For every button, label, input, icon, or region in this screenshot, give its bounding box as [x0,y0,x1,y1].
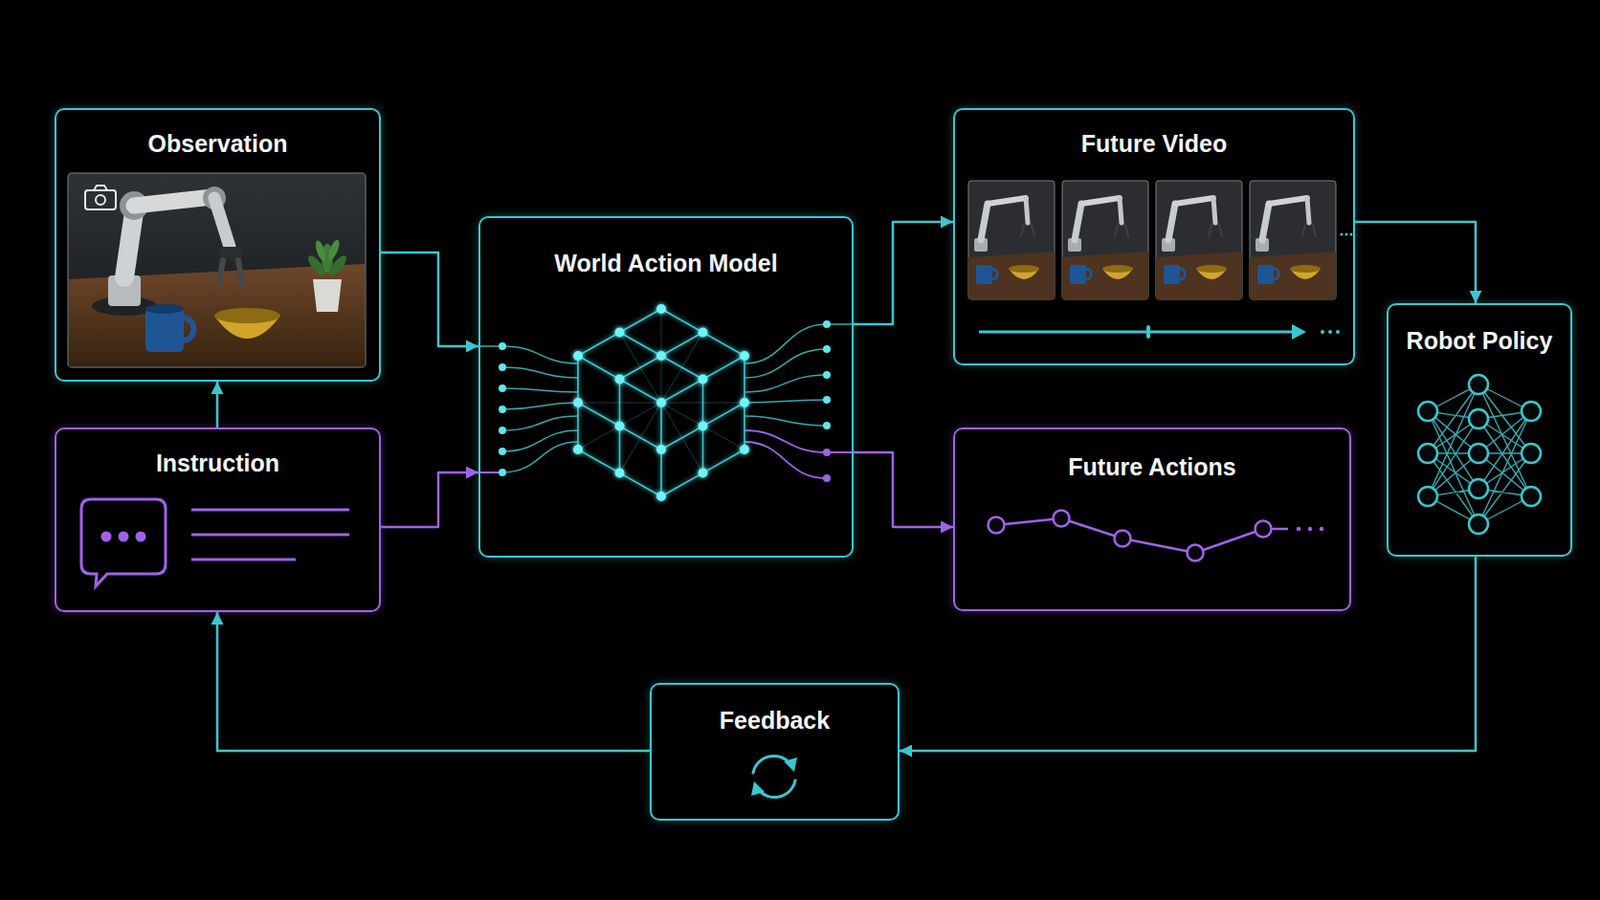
flow-arrow [1355,222,1476,304]
frames-ellipsis [1341,233,1352,237]
video-frame [1062,180,1149,300]
refresh-head [783,757,798,773]
feedback-box: Feedback [649,683,900,822]
connectors [217,222,1476,752]
waypoint [1053,511,1070,528]
box-title: Future Actions [1067,452,1236,482]
flow-arrow [216,381,220,428]
photo-frame [67,173,366,368]
neuron [1418,444,1438,464]
policy-box: Robot Policy [1386,303,1573,557]
mesh-diagonals [577,309,745,497]
flow-arrow [380,472,479,528]
input-fan [478,346,578,473]
timeline-tick [1146,325,1151,339]
bubble-dot [118,532,130,543]
flow-arrow [853,452,954,528]
refresh-arc [757,780,796,799]
timeline-ellipsis [1322,330,1338,334]
trajectory-tail [1271,528,1289,532]
flow-arrow [899,556,1476,752]
mug-top [145,304,184,314]
video-frame [1249,180,1336,300]
box-title: Robot Policy [1406,326,1554,356]
model-box: World Action Model [478,216,854,558]
neuron [1521,444,1541,464]
camera-icon [85,190,116,210]
action-trajectory [988,511,1323,562]
box-title: Future Video [1081,129,1227,158]
refresh-arc [753,755,791,774]
timeline-head [1291,324,1307,340]
neuron [1468,514,1489,534]
waypoint [1255,521,1272,538]
neuron [1418,487,1438,507]
bubble-dot [101,532,112,543]
neuron [1468,479,1489,499]
camera-icon [93,185,108,191]
world-model-network [478,309,854,497]
plant-leaf [326,238,342,261]
network-links [1427,384,1532,525]
input-panel: Observation [54,108,381,382]
plant-leaf [313,239,328,262]
bowl-inside [214,308,281,324]
policy-network [1418,375,1541,534]
video-frame [968,180,1055,300]
mesh-nodes [577,309,745,497]
text-line [191,533,350,537]
robot-gripper [219,260,243,284]
output-fan [744,324,854,426]
video-frame [1155,180,1243,300]
trajectory-ellipsis [1298,527,1322,533]
camera-lens [95,195,106,205]
output-panel: Future Video [953,108,1356,366]
refresh-head [751,781,765,797]
robot-upper-arm [133,197,213,206]
flow-arrow [853,222,954,325]
neuron [1468,444,1489,464]
table [68,264,365,367]
flow-arrow [380,252,479,347]
speech-bubble [81,499,166,587]
neuron [1521,401,1541,422]
waypoint [1187,545,1204,562]
port-dots [502,324,827,473]
action-port-dots [822,452,831,479]
waypoint [988,517,1005,534]
box-title: Instruction [155,448,280,478]
trajectory-line [996,518,1264,554]
output-panel: Future Actions [953,427,1352,612]
text-line [191,509,350,512]
neuron [1468,409,1489,429]
mug [145,308,184,353]
action-output-fan [744,430,854,479]
cube-mesh [577,309,745,497]
refresh-icon [751,755,798,798]
waypoint [1114,531,1132,548]
mug-handle [182,317,194,341]
neuron [1521,487,1541,507]
future-video-strip [968,180,1352,340]
text-line [191,558,296,562]
neuron [1418,401,1438,422]
robot-lower-arm [124,212,134,278]
box-title: Feedback [719,706,830,735]
input-panel: Instruction [54,427,381,613]
plant-pot [312,279,342,312]
box-title: World Action Model [554,248,778,278]
observation-photo [67,173,366,368]
neuron [1468,375,1489,395]
robot-forearm [214,198,230,247]
flow-arrow [217,612,650,752]
timeline [978,331,1294,334]
bubble-dot [135,532,147,543]
box-title: Observation [148,129,289,158]
instruction-icon [81,499,350,587]
